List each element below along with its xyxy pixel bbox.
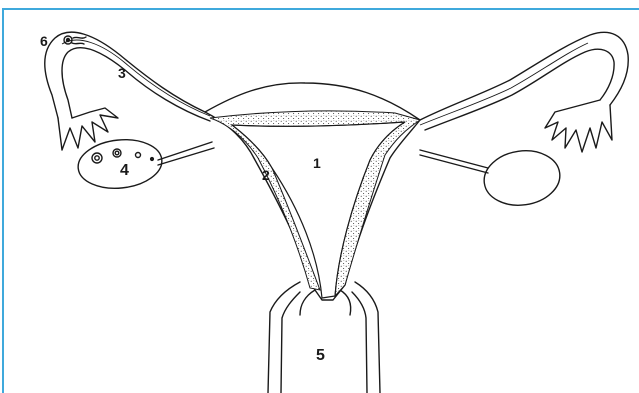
label-5: 5 xyxy=(316,347,325,364)
cervix-left xyxy=(268,282,300,393)
right-ovarian-ligament-2 xyxy=(420,155,488,173)
follicle-small xyxy=(136,153,141,158)
follicle-tiny xyxy=(151,158,154,161)
follicle-large-inner xyxy=(95,156,99,160)
left-fimbriae xyxy=(58,108,118,150)
follicle-medium-inner xyxy=(115,151,119,155)
follicle-medium xyxy=(113,149,121,157)
label-1: 1 xyxy=(313,155,321,171)
right-tube-lumen xyxy=(420,43,588,125)
left-tube-inner xyxy=(62,48,210,121)
label-3: 3 xyxy=(118,65,126,81)
right-ovarian-ligament xyxy=(420,150,488,168)
left-tube-lumen xyxy=(62,40,210,116)
right-ovary xyxy=(481,146,564,210)
endometrium xyxy=(210,111,420,296)
cervix-inner-left xyxy=(281,292,300,393)
right-fimbriae xyxy=(545,100,612,152)
label-6: 6 xyxy=(40,33,48,49)
cervix-inner-right xyxy=(352,292,367,393)
follicle-large xyxy=(92,153,102,163)
right-tube-outer xyxy=(420,32,628,120)
cervix-os-left xyxy=(300,290,315,315)
label-2: 2 xyxy=(262,167,270,183)
sperm-tail-2 xyxy=(72,43,84,44)
label-4: 4 xyxy=(120,162,129,179)
cervix-right xyxy=(355,282,380,393)
sperm-tail-1 xyxy=(73,37,86,38)
right-tube-inner xyxy=(425,49,614,130)
cervix-os-right xyxy=(340,290,351,315)
